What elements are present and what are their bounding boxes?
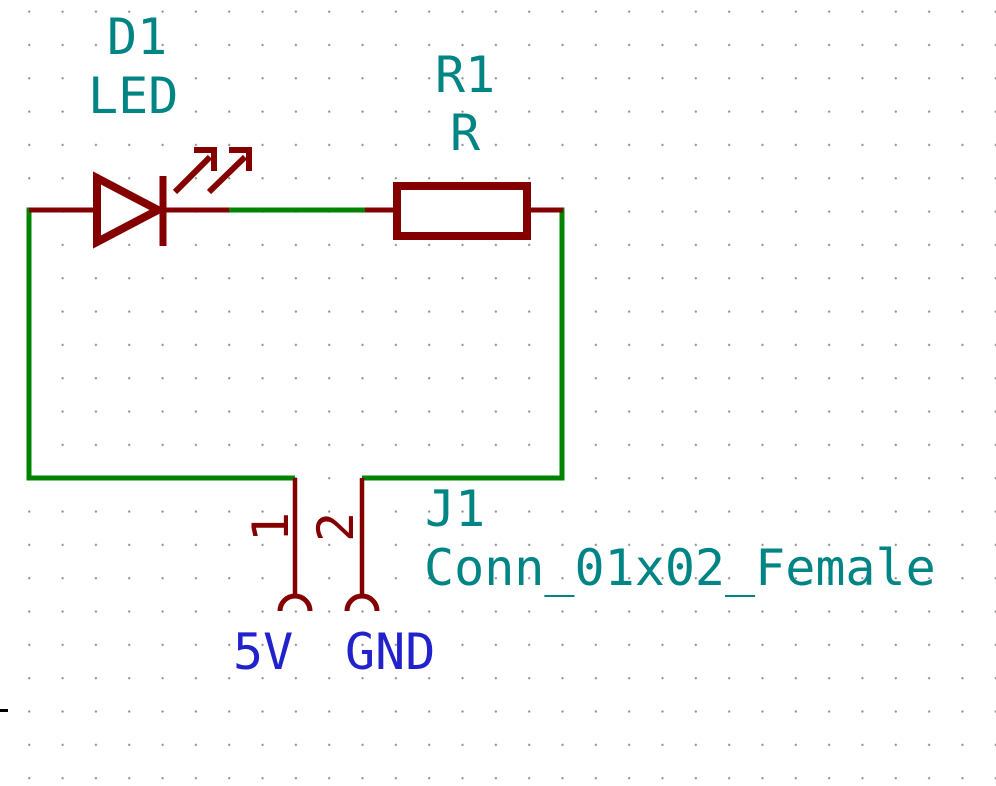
sheet-border-mark <box>0 709 8 712</box>
wires <box>26 207 565 481</box>
resistor-body[interactable] <box>393 182 531 240</box>
led-light-arrow-2-head[interactable] <box>229 147 252 171</box>
led-reference-field[interactable]: D1 <box>107 8 167 66</box>
pin-numbers: 1 2 <box>242 512 365 542</box>
led-value-field[interactable]: LED <box>88 67 178 125</box>
resistor-symbol[interactable] <box>365 182 563 240</box>
connector-pin2-socket-arc[interactable] <box>344 593 380 612</box>
net-label-5v[interactable]: 5V <box>233 623 293 681</box>
connector-pin1-number: 1 <box>242 512 300 542</box>
led-light-arrow-1-head[interactable] <box>194 147 217 171</box>
wire-right-loop[interactable] <box>362 207 565 481</box>
led-light-arrow-1-shaft[interactable] <box>172 154 213 195</box>
net-label-gnd[interactable]: GND <box>345 623 435 681</box>
resistor-reference-field[interactable]: R1 <box>435 46 495 104</box>
connector-pin1-socket-arc[interactable] <box>277 593 313 612</box>
wire-left-loop[interactable] <box>26 207 295 481</box>
component-graphics <box>29 147 563 612</box>
connector-reference-field[interactable]: J1 <box>425 480 485 538</box>
connector-symbol[interactable] <box>277 478 380 612</box>
led-symbol[interactable] <box>29 147 252 249</box>
resistor-value-field[interactable]: R <box>450 104 481 162</box>
component-fields: D1 LED R1 R J1 Conn_01x02_Female <box>88 8 936 597</box>
net-label-texts: 5V GND <box>233 623 435 681</box>
led-triangle[interactable] <box>93 171 167 249</box>
connector-pin2-number: 2 <box>307 512 365 542</box>
connector-value-field[interactable]: Conn_01x02_Female <box>424 539 936 597</box>
led-light-arrow-2-shaft[interactable] <box>206 154 248 195</box>
